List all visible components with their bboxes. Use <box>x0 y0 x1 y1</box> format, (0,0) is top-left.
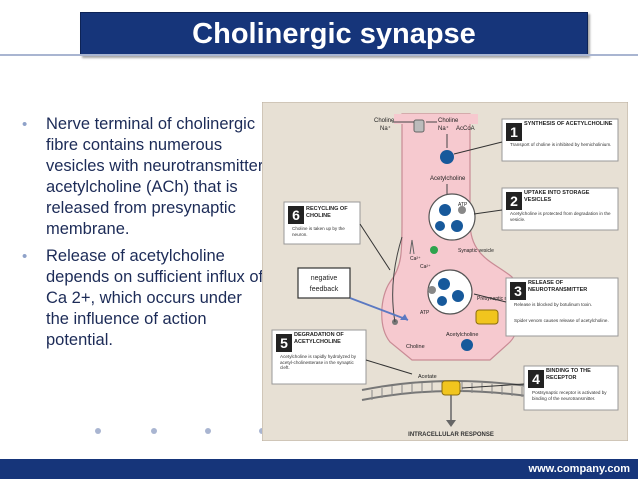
step-note: Transport of choline is inhibited by hem… <box>510 142 612 147</box>
bullet-icon: • <box>22 248 28 265</box>
atp-label: ATP <box>458 202 468 208</box>
choline-label: Choline <box>374 118 395 124</box>
bullet-item: • Release of acetylcholine depends on su… <box>22 246 267 351</box>
step-box-5: 5 DEGRADATION OF ACETYLCHOLINE Acetylcho… <box>271 329 367 385</box>
step-title: UPTAKE INTO STORAGE VESICLES <box>524 190 590 203</box>
vesicle-transport-icon <box>430 246 438 254</box>
atp-molecule <box>458 206 466 214</box>
step-note: Release is blocked by botulinum toxin. <box>514 302 593 307</box>
calcium-label: Ca²⁺ <box>410 256 421 262</box>
calcium-channel-icon <box>409 239 415 255</box>
acetylcholine-molecule <box>435 221 445 231</box>
dot <box>205 428 211 434</box>
step-title: RELEASE OF NEUROTRANSMITTER <box>528 280 588 293</box>
synapse-diagram: INTRACELLULAR RESPONSE Choline Na⁺ Choli… <box>261 101 629 442</box>
step-note: Postsynaptic receptor is activated by bi… <box>532 390 607 401</box>
presynaptic-receptor-icon <box>475 309 499 325</box>
acetylcholine-label: Acetylcholine <box>446 332 478 338</box>
title-underline <box>0 54 638 56</box>
step-note: Spider venom causes release of acetylcho… <box>514 318 609 323</box>
step-title: SYNTHESIS OF ACETYLCHOLINE <box>524 121 613 127</box>
bullet-list: • Nerve terminal of cholinergic fibre co… <box>22 114 267 357</box>
step-title: RECYCLING OF CHOLINE <box>306 206 348 219</box>
slide-title: Cholinergic synapse <box>80 12 588 56</box>
step-box-6: 6 RECYCLING OF CHOLINE Choline is taken … <box>283 201 361 245</box>
presynaptic-receptor-label: Presynaptic receptor <box>477 296 523 302</box>
sodium-label: Na⁺ <box>438 125 449 132</box>
accoa-label: AcCoA <box>456 126 475 132</box>
atp-molecule <box>428 286 436 294</box>
storage-vesicle <box>428 193 476 241</box>
step-number: 2 <box>510 193 518 209</box>
step-number: 5 <box>280 335 288 351</box>
step-box-1: 1 SYNTHESIS OF ACETYLCHOLINE Transport o… <box>501 118 619 162</box>
step-box-3: 3 RELEASE OF NEUROTRANSMITTER Release is… <box>505 277 619 337</box>
choline-label: Choline <box>406 344 425 350</box>
bullet-text: Nerve terminal of cholinergic fibre cont… <box>46 115 264 238</box>
atp-label: ATP <box>420 310 430 316</box>
dot <box>95 428 101 434</box>
step-title: DEGRADATION OF ACETYLCHOLINE <box>294 332 344 345</box>
step-number: 1 <box>510 124 518 140</box>
dot <box>151 428 157 434</box>
negative-feedback-line1: negative <box>311 275 338 282</box>
acetylcholine-molecule <box>451 220 463 232</box>
footer-url: www.company.com <box>528 463 630 475</box>
acetate-label: Acetate <box>418 374 437 380</box>
step-note: Choline is taken up by the neuron. <box>292 226 345 237</box>
negative-feedback-box <box>297 267 351 299</box>
acetylcholine-molecule <box>452 290 464 302</box>
step-box-2: 2 UPTAKE INTO STORAGE VESICLES Acetylcho… <box>501 187 619 231</box>
acetylcholine-molecule <box>438 278 450 290</box>
sodium-label: Na⁺ <box>380 125 391 132</box>
negative-feedback-line2: feedback <box>310 286 339 293</box>
acetylcholine-molecule <box>461 339 473 351</box>
step-number: 3 <box>514 283 522 299</box>
acetylcholine-label: Acetylcholine <box>430 176 466 182</box>
step-number: 6 <box>292 207 300 223</box>
postsynaptic-receptor <box>441 380 461 396</box>
step-note: Acetylcholine is protected from degradat… <box>510 211 611 222</box>
acetylcholine-molecule <box>439 204 451 216</box>
synaptic-vesicle-label: Synaptic vesicle <box>458 248 494 254</box>
acetylcholine-molecule <box>440 150 454 164</box>
acetylcholine-molecule <box>437 296 447 306</box>
feedback-arrow <box>349 297 409 321</box>
bullet-item: • Nerve terminal of cholinergic fibre co… <box>22 114 267 240</box>
choline-label: Choline <box>438 118 459 124</box>
axon-top <box>394 114 478 124</box>
bullet-icon: • <box>22 116 28 133</box>
step-title: BINDING TO THE RECEPTOR <box>546 368 591 381</box>
step-box-4: 4 BINDING TO THE RECEPTOR Postsynaptic r… <box>523 365 619 411</box>
intracellular-label: INTRACELLULAR RESPONSE <box>408 432 494 438</box>
choline-transporter <box>413 119 425 133</box>
step-note: Acetylcholine is rapidly hydrolyzed by a… <box>280 354 357 370</box>
connector-arrows <box>359 141 525 389</box>
step-number: 4 <box>532 371 540 387</box>
footer-bar <box>0 459 638 479</box>
calcium-label: Ca²⁺ <box>420 264 431 270</box>
bullet-text: Release of acetylcholine depends on suff… <box>46 247 264 349</box>
